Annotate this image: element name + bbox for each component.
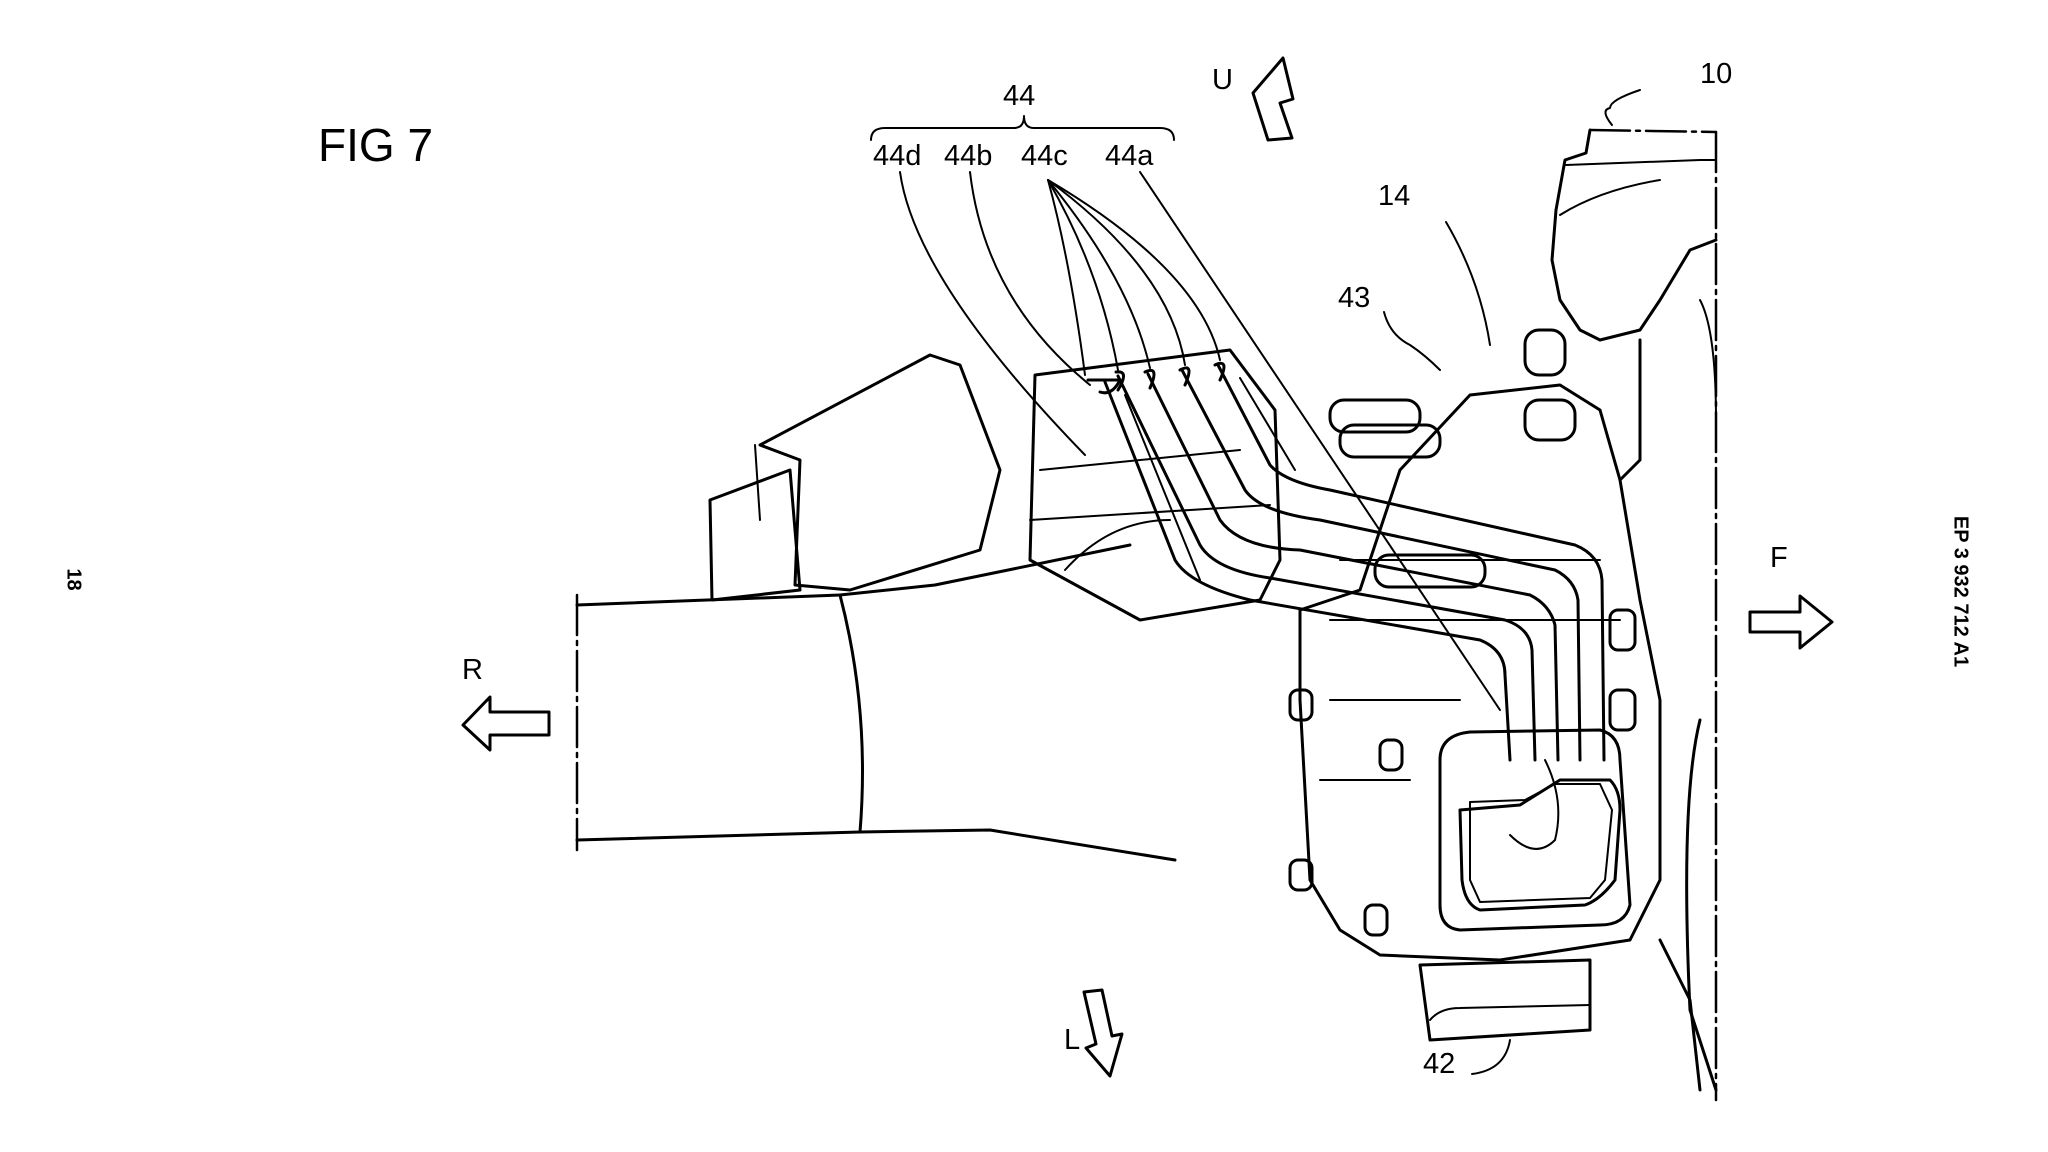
ref-label-44d: 44d	[873, 140, 922, 172]
ref-label-43: 43	[1338, 282, 1371, 314]
vehicle-frame	[1550, 128, 1718, 1092]
figure-title: FIG 7	[318, 119, 434, 171]
ref-label-44b: 44b	[944, 140, 993, 172]
control-unit-42	[1418, 728, 1632, 1042]
direction-label-front: F	[1770, 542, 1788, 574]
ref-label-14: 14	[1378, 180, 1411, 212]
group-44-brace	[870, 115, 1175, 141]
page-number: 18	[62, 568, 85, 591]
direction-label-left: L	[1064, 1024, 1081, 1056]
arrow-rear-icon	[461, 695, 551, 752]
brake-pipes-44	[1086, 361, 1606, 762]
bosses	[1288, 328, 1637, 937]
arrow-up-icon	[1251, 56, 1295, 142]
ref-label-10: 10	[1700, 58, 1733, 90]
arrow-left-icon	[1082, 988, 1124, 1078]
ref-label-42: 42	[1423, 1048, 1456, 1080]
ref-label-44a: 44a	[1105, 140, 1154, 172]
ref-label-44: 44	[1003, 80, 1036, 112]
direction-label-rear: R	[462, 654, 483, 686]
top-boundary-line	[1588, 128, 1718, 134]
leader-lines	[899, 89, 1641, 1075]
housing-upper-left	[708, 353, 1002, 602]
gearbox-body	[1028, 348, 1282, 622]
publication-number: EP 3 932 712 A1	[1949, 515, 1972, 668]
main-housing	[1298, 383, 1662, 962]
ref-label-44c: 44c	[1021, 140, 1068, 172]
arrow-front-icon	[1748, 594, 1834, 650]
direction-label-up: U	[1212, 64, 1233, 96]
rear-shaft	[575, 543, 1177, 862]
